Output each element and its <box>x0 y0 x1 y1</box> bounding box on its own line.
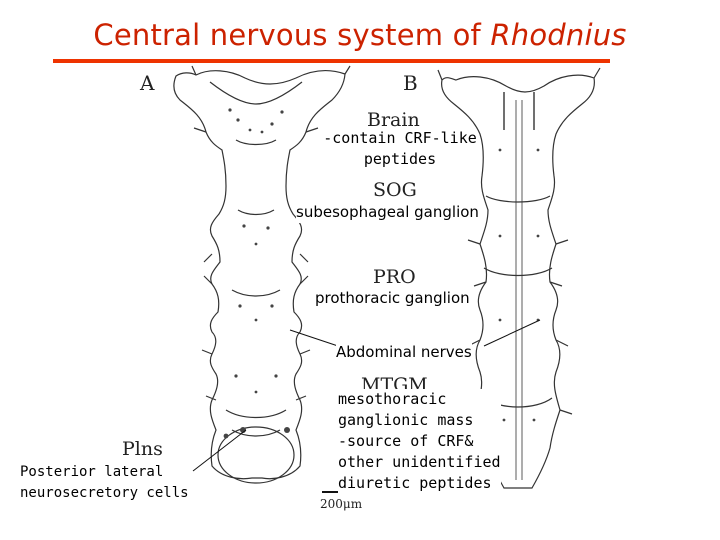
brain-label: Brain <box>367 109 420 131</box>
panel-label-b: B <box>403 71 418 95</box>
plns-note: Posterior lateral neurosecretory cells <box>20 464 189 501</box>
sog-note: subesophageal ganglion <box>296 202 479 223</box>
specimen-a-outline <box>173 69 346 480</box>
panel-label-a: A <box>140 71 155 95</box>
sog-label: SOG <box>373 179 417 201</box>
brain-note: -contain CRF-like peptides <box>323 129 477 168</box>
plns-label: Plns <box>122 438 163 460</box>
page-title: Central nervous system of Rhodnius <box>93 18 627 52</box>
title-underline <box>53 59 610 63</box>
scale-bar-label: 200μm <box>320 497 363 511</box>
pro-label: PRO <box>373 266 416 288</box>
specimen-b-outline <box>441 74 595 489</box>
mtgm-note: mesothoracic ganglionic mass -source of … <box>338 389 501 494</box>
pro-note: prothoracic ganglion <box>315 288 470 309</box>
abdominal-nerves-note: Abdominal nerves <box>336 342 472 363</box>
